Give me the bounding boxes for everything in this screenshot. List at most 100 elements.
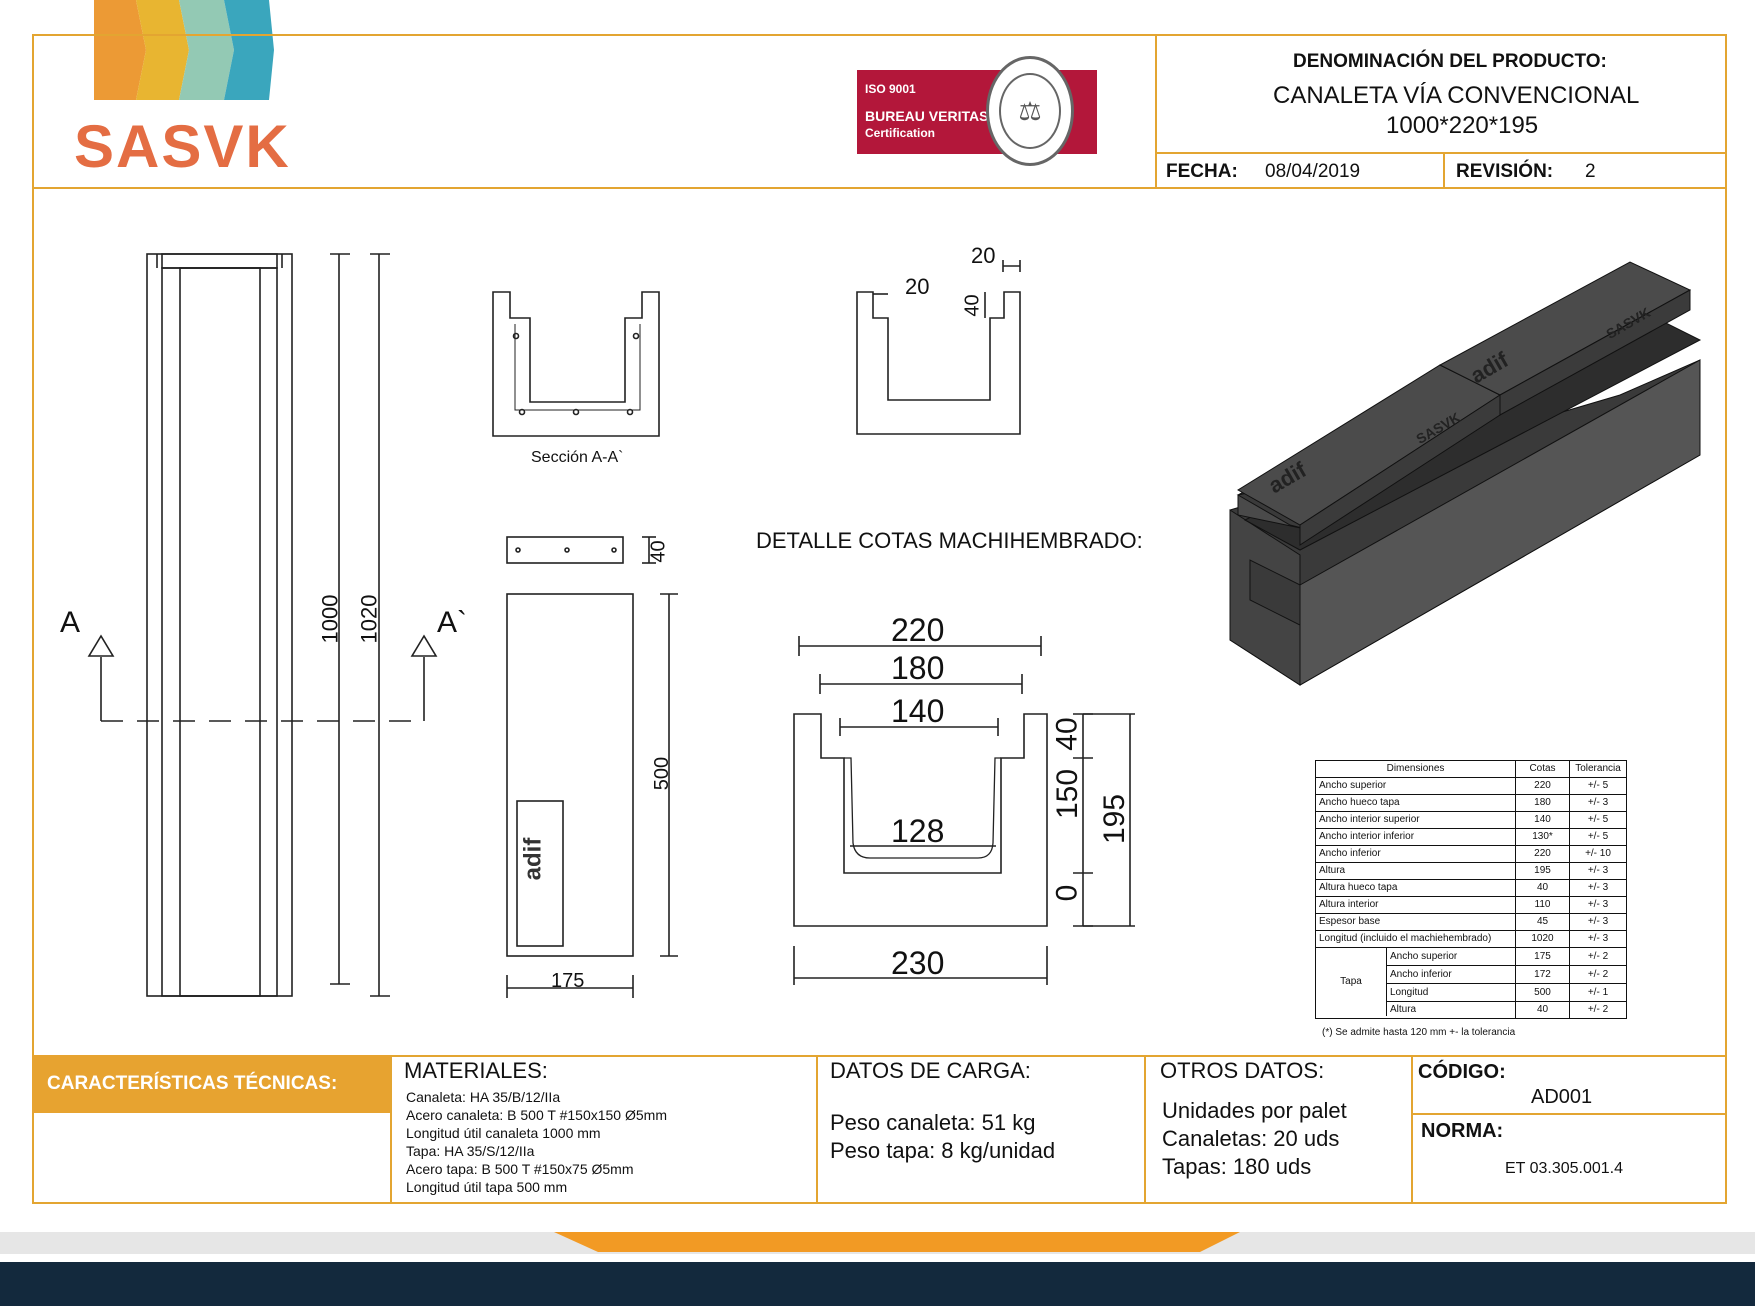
code-label: CÓDIGO: — [1418, 1061, 1506, 1083]
dim-20-top: 20 — [971, 243, 996, 268]
materials-line: Tapa: HA 35/S/12/IIa — [406, 1143, 535, 1159]
cell-name: Altura interior — [1315, 896, 1516, 914]
header-divider — [32, 187, 1727, 189]
table-header-row: Dimensiones Cotas Tolerancia — [1315, 760, 1627, 778]
table-footnote: (*) Se admite hasta 120 mm +- la toleran… — [1322, 1027, 1516, 1038]
tech-label-bar — [32, 1055, 392, 1113]
dim-230: 230 — [891, 945, 945, 981]
drawing-frame — [32, 34, 1727, 1204]
load-line-lid: Peso tapa: 8 kg/unidad — [830, 1138, 1056, 1163]
dim-1000: 1000 — [317, 594, 343, 644]
tapa-tol-cell: +/- 2 +/- 2 +/- 1 +/- 2 — [1569, 947, 1627, 1019]
footer-vdivider-2 — [816, 1055, 818, 1204]
cell-tol: +/- 1 — [1570, 984, 1626, 1002]
logo-chevrons — [94, 0, 274, 100]
seal-figure-icon: ⚖ — [999, 73, 1061, 149]
lid-section — [506, 536, 656, 564]
cell-cota: 180 — [1515, 794, 1570, 812]
other-line: Unidades por palet — [1162, 1098, 1347, 1123]
table-header-dimensiones: Dimensiones — [1315, 760, 1516, 778]
cell-cota: 110 — [1515, 896, 1570, 914]
section-label-left: A — [60, 606, 81, 639]
cell-cota: 1020 — [1515, 930, 1570, 948]
cell-tol: +/- 5 — [1569, 777, 1627, 795]
lid-dim-500: 500 — [651, 756, 674, 791]
section-title: Sección A-A` — [531, 449, 624, 466]
bottom-orange-tab — [554, 1232, 1240, 1252]
lid-logo-adif: adif — [519, 837, 547, 881]
product-dims: 1000*220*195 — [1386, 112, 1539, 139]
dim-140: 140 — [891, 693, 945, 729]
cell-tol: +/- 2 — [1570, 948, 1626, 966]
revision-label: REVISIÓN: — [1456, 161, 1554, 182]
cell-name: Ancho interior inferior — [1315, 828, 1516, 846]
date-value: 08/04/2019 — [1265, 161, 1361, 182]
dim-195: 195 — [1098, 793, 1132, 845]
cell-cota: 220 — [1515, 845, 1570, 863]
table-row: Longitud (incluido el machiehembrado)102… — [1315, 930, 1627, 948]
cell-tol: +/- 10 — [1569, 845, 1627, 863]
cell-name: Ancho superior — [1315, 777, 1516, 795]
dim-40-notch: 40 — [961, 294, 984, 317]
lid-dim-40: 40 — [647, 540, 670, 563]
revision-value: 2 — [1585, 161, 1596, 182]
footer-vdivider-1 — [390, 1055, 392, 1204]
cell-cota: 195 — [1515, 862, 1570, 880]
date-divider — [1155, 152, 1727, 154]
cell-name: Ancho interior superior — [1315, 811, 1516, 829]
materials-line: Canaleta: HA 35/B/12/IIa — [406, 1089, 561, 1105]
cell-name: Altura hueco tapa — [1315, 879, 1516, 897]
dim-150: 150 — [1051, 768, 1085, 820]
cell-tol: +/- 2 — [1587, 1004, 1609, 1015]
cell-tol: +/- 5 — [1569, 828, 1627, 846]
materials-line: Longitud útil canaleta 1000 mm — [406, 1125, 601, 1141]
cell-name: Longitud — [1387, 984, 1515, 1002]
tapa-group-cell: Tapa Ancho superior Ancho inferior Longi… — [1315, 947, 1516, 1019]
cell-name: Altura — [1315, 862, 1516, 880]
detail-section — [793, 636, 1135, 985]
materials-line: Acero canaleta: B 500 T #150x150 Ø5mm — [406, 1107, 667, 1123]
code-divider — [1411, 1113, 1727, 1115]
cell-tol: +/- 3 — [1569, 862, 1627, 880]
cell-name: Ancho inferior — [1387, 966, 1515, 984]
tapa-cota-cell: 175 172 500 40 — [1515, 947, 1570, 1019]
table-row: Tapa Ancho superior Ancho inferior Longi… — [1315, 947, 1627, 1019]
load-line-channel: Peso canaleta: 51 kg — [830, 1110, 1036, 1135]
section-label-right: A` — [437, 606, 467, 639]
other-line: Tapas: 180 uds — [1162, 1154, 1312, 1179]
tech-label: CARACTERÍSTICAS TÉCNICAS: — [47, 1073, 338, 1094]
dim-20-side: 20 — [905, 274, 930, 299]
dim-220: 220 — [891, 612, 945, 648]
cell-name: Ancho inferior — [1315, 845, 1516, 863]
product-name: CANALETA VÍA CONVENCIONAL — [1273, 82, 1640, 109]
cell-name: Ancho hueco tapa — [1315, 794, 1516, 812]
dim-180: 180 — [891, 650, 945, 686]
tapa-group-label: Tapa — [1316, 948, 1387, 1016]
cell-cota: 45 — [1515, 913, 1570, 931]
cell-cota: 175 — [1516, 948, 1569, 966]
date-vdivider — [1443, 152, 1445, 188]
load-title: DATOS DE CARGA: — [830, 1058, 1031, 1083]
date-label: FECHA: — [1166, 161, 1238, 182]
logo-text: SASVK — [74, 113, 291, 180]
other-title: OTROS DATOS: — [1160, 1058, 1325, 1083]
other-line: Canaletas: 20 uds — [1162, 1126, 1340, 1151]
cell-cota: 172 — [1516, 966, 1569, 984]
cell-cota: 220 — [1515, 777, 1570, 795]
channel-3d-render — [1229, 261, 1702, 686]
cell-name: Altura — [1390, 1004, 1417, 1015]
dim-0: 0 — [1050, 884, 1084, 902]
table-header-cotas: Cotas — [1515, 760, 1570, 778]
norm-label: NORMA: — [1421, 1120, 1504, 1142]
cell-tol: +/- 3 — [1569, 913, 1627, 931]
